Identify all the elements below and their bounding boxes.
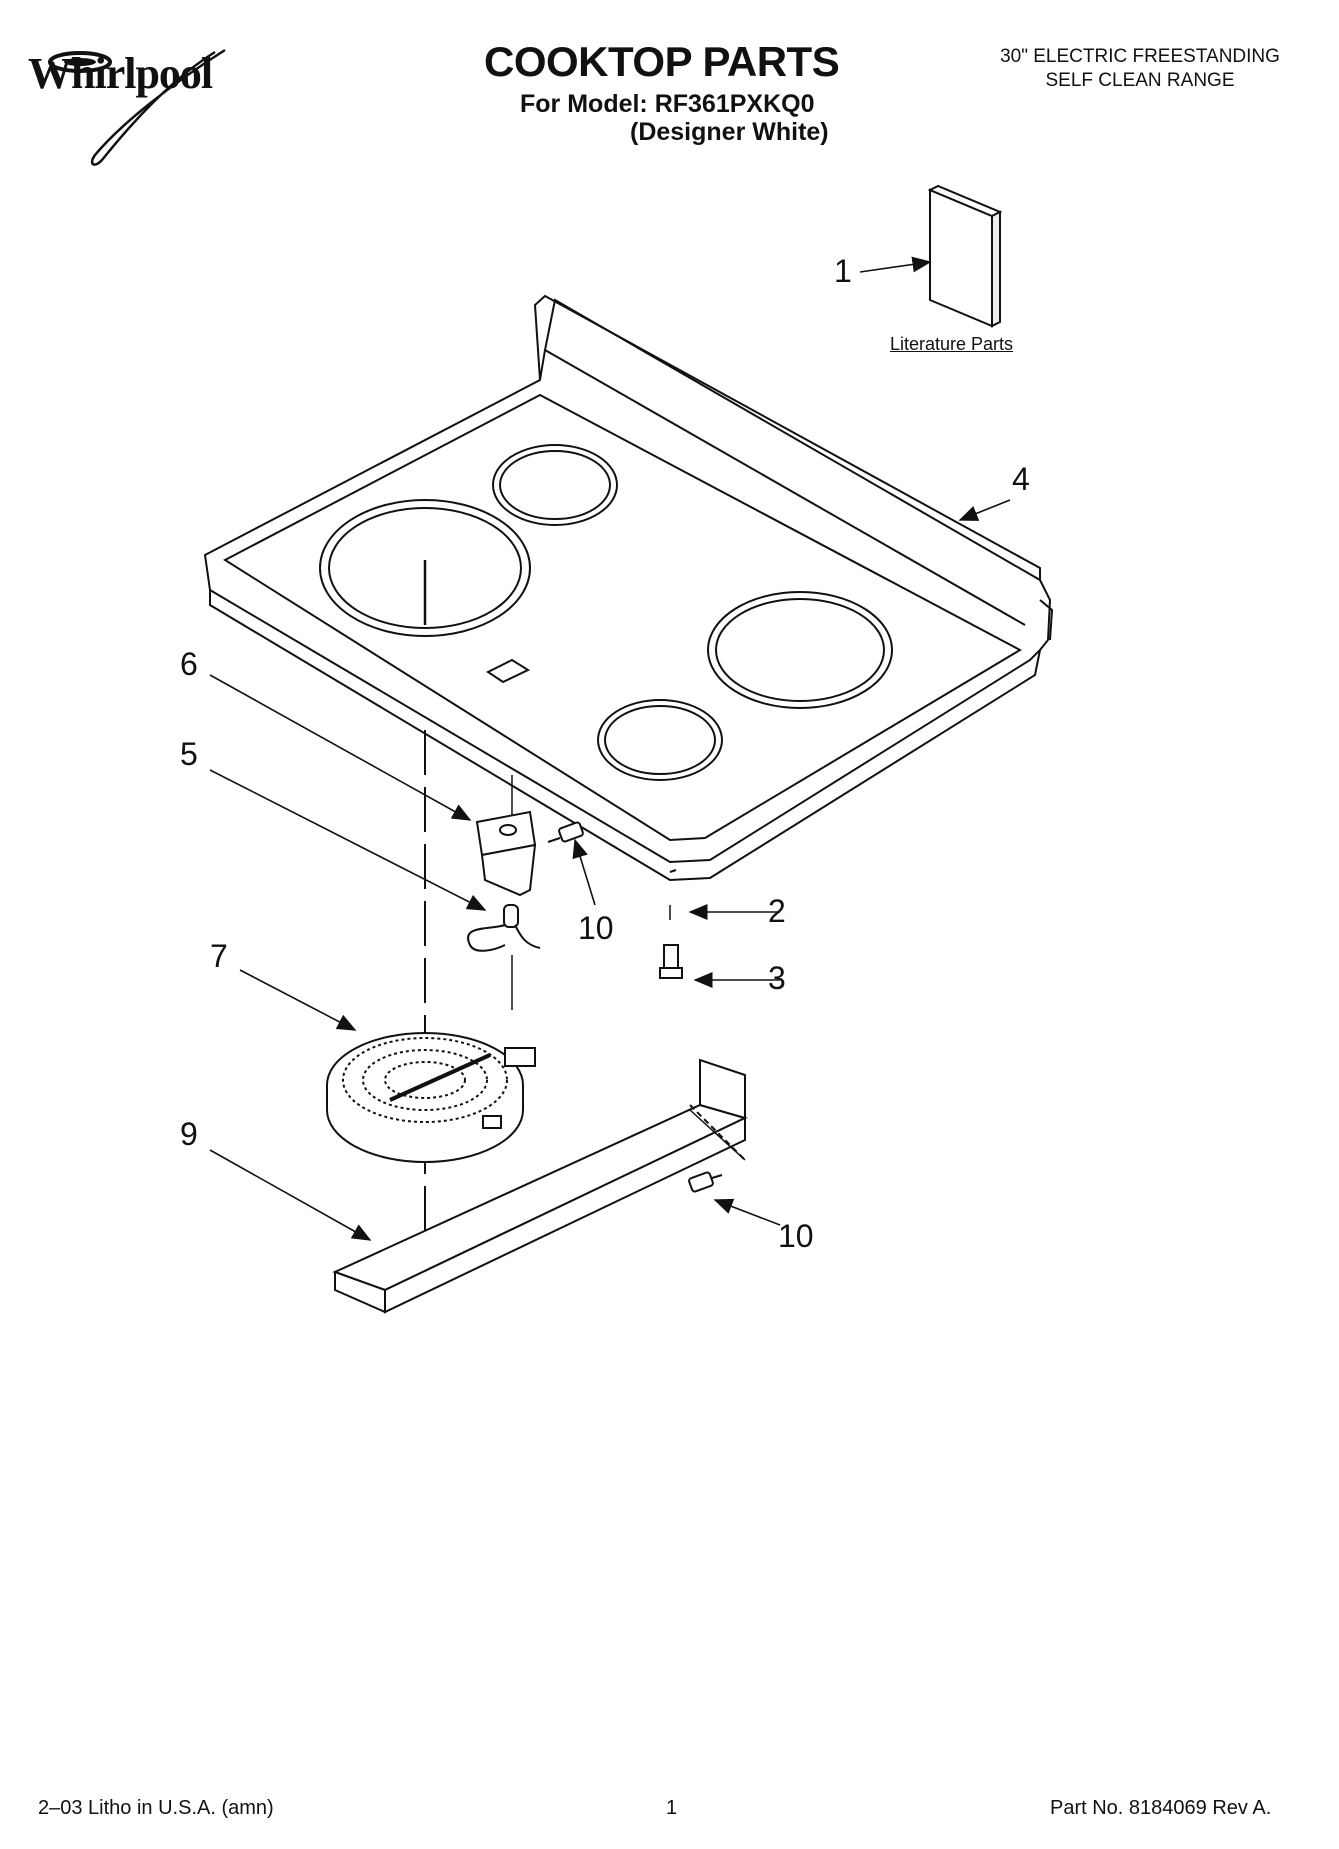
model-variant: (Designer White): [630, 118, 829, 146]
callout-1: 1: [834, 253, 852, 289]
radiant-element: [326, 1032, 536, 1163]
support-rail: [332, 1058, 748, 1314]
callout-2: 2: [768, 893, 786, 929]
callout-5: 5: [180, 736, 198, 772]
page-title: COOKTOP PARTS: [484, 38, 840, 85]
callout-3: 3: [768, 960, 786, 996]
whirlpool-logo: [20, 30, 260, 170]
product-type-line2: SELF CLEAN RANGE: [1045, 70, 1235, 91]
callout-10-lower: 10: [778, 1218, 814, 1254]
whirlpool-swirl-icon: [48, 48, 226, 166]
brand-wordmark: Whirlpool: [28, 49, 213, 98]
literature-parts-label: Literature Parts: [890, 334, 1014, 354]
callout-10-upper: 10: [578, 910, 614, 946]
callout-7: 7: [210, 938, 228, 974]
callout-9: 9: [180, 1116, 198, 1152]
callout-6: 6: [180, 646, 198, 682]
literature-part: [927, 184, 1003, 328]
limiter-switch: [467, 904, 541, 952]
callout-4: 4: [1012, 461, 1030, 497]
cooktop-panel: [203, 294, 1054, 882]
footer-print-info: 2–03 Litho in U.S.A. (amn): [38, 1797, 274, 1819]
part-number: Part No. 8184069 Rev A.: [1050, 1797, 1272, 1819]
model-line: For Model: RF361PXKQ0: [520, 90, 815, 118]
mounting-screw: [659, 944, 683, 979]
element-bracket: [475, 810, 537, 897]
product-type-line1: 30" ELECTRIC FREESTANDING: [1000, 46, 1280, 67]
page-number: 1: [666, 1797, 678, 1819]
screw-lower: [688, 1171, 723, 1193]
screw-upper: [547, 821, 584, 843]
